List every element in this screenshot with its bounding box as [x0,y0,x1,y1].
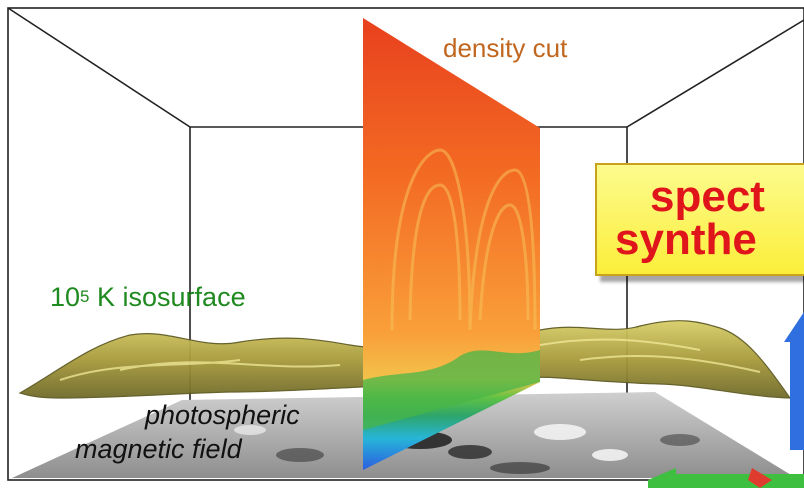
isosurface-label: 105 K isosurface [50,284,246,311]
isosurface-label-base: 10 [50,282,81,312]
spectral-synthesis-callout: spect synthe [595,163,804,276]
axis-arrow-x [648,468,804,488]
magnetic-field-label: magnetic field [75,434,242,464]
isosurface-ridges [59,338,761,381]
isosurface-label-rest: K isosurface [89,282,246,312]
density-cut-arcs [390,148,537,331]
box-edge-top-left [7,7,191,128]
box-front-frame [7,7,804,481]
callout-line-1: spect [650,172,765,221]
density-cut-chromosphere [363,350,540,430]
box-edge-top-right [626,19,804,128]
isosurface-label-exponent: 5 [80,287,90,306]
photospheric-label: photospheric [145,400,300,430]
callout-line-2: synthe [615,215,757,264]
axis-arrow-z [784,312,804,450]
axis-arrow-y [748,468,772,488]
density-cut-label: density cut [443,33,568,63]
